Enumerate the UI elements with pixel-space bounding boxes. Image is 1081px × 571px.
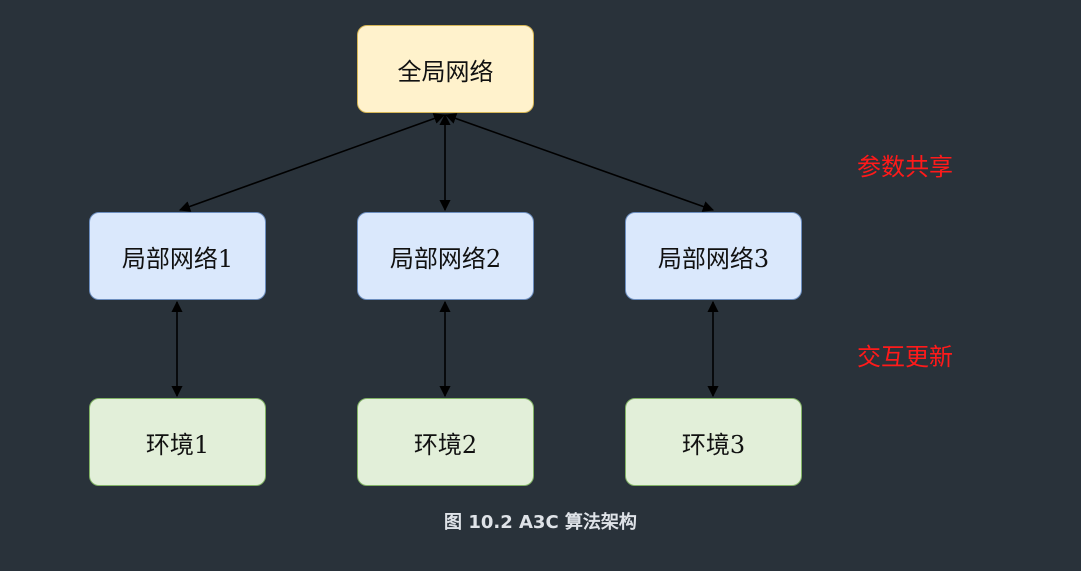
local-network-1-node: 局部网络1 (89, 212, 266, 300)
figure-caption: 图 10.2 A3C 算法架构 (444, 512, 637, 533)
local-network-2-label: 局部网络2 (389, 244, 502, 273)
parameter-sharing-label: 参数共享 (857, 153, 953, 181)
local-network-2-node: 局部网络2 (357, 212, 534, 300)
global-network-label: 全局网络 (397, 57, 494, 86)
interaction-update-label: 交互更新 (857, 343, 953, 371)
environment-3-label: 环境3 (681, 430, 746, 459)
local-network-1-label: 局部网络1 (121, 244, 234, 273)
edge-global-local3 (444, 113, 715, 212)
environment-2-node: 环境2 (357, 398, 534, 486)
environment-1-node: 环境1 (89, 398, 266, 486)
environment-3-node: 环境3 (625, 398, 802, 486)
edge-global-local1 (178, 113, 446, 212)
local-network-3-label: 局部网络3 (657, 244, 770, 273)
local-network-3-node: 局部网络3 (625, 212, 802, 300)
environment-2-label: 环境2 (413, 430, 478, 459)
global-network-node: 全局网络 (357, 25, 534, 113)
environment-1-label: 环境1 (145, 430, 210, 459)
